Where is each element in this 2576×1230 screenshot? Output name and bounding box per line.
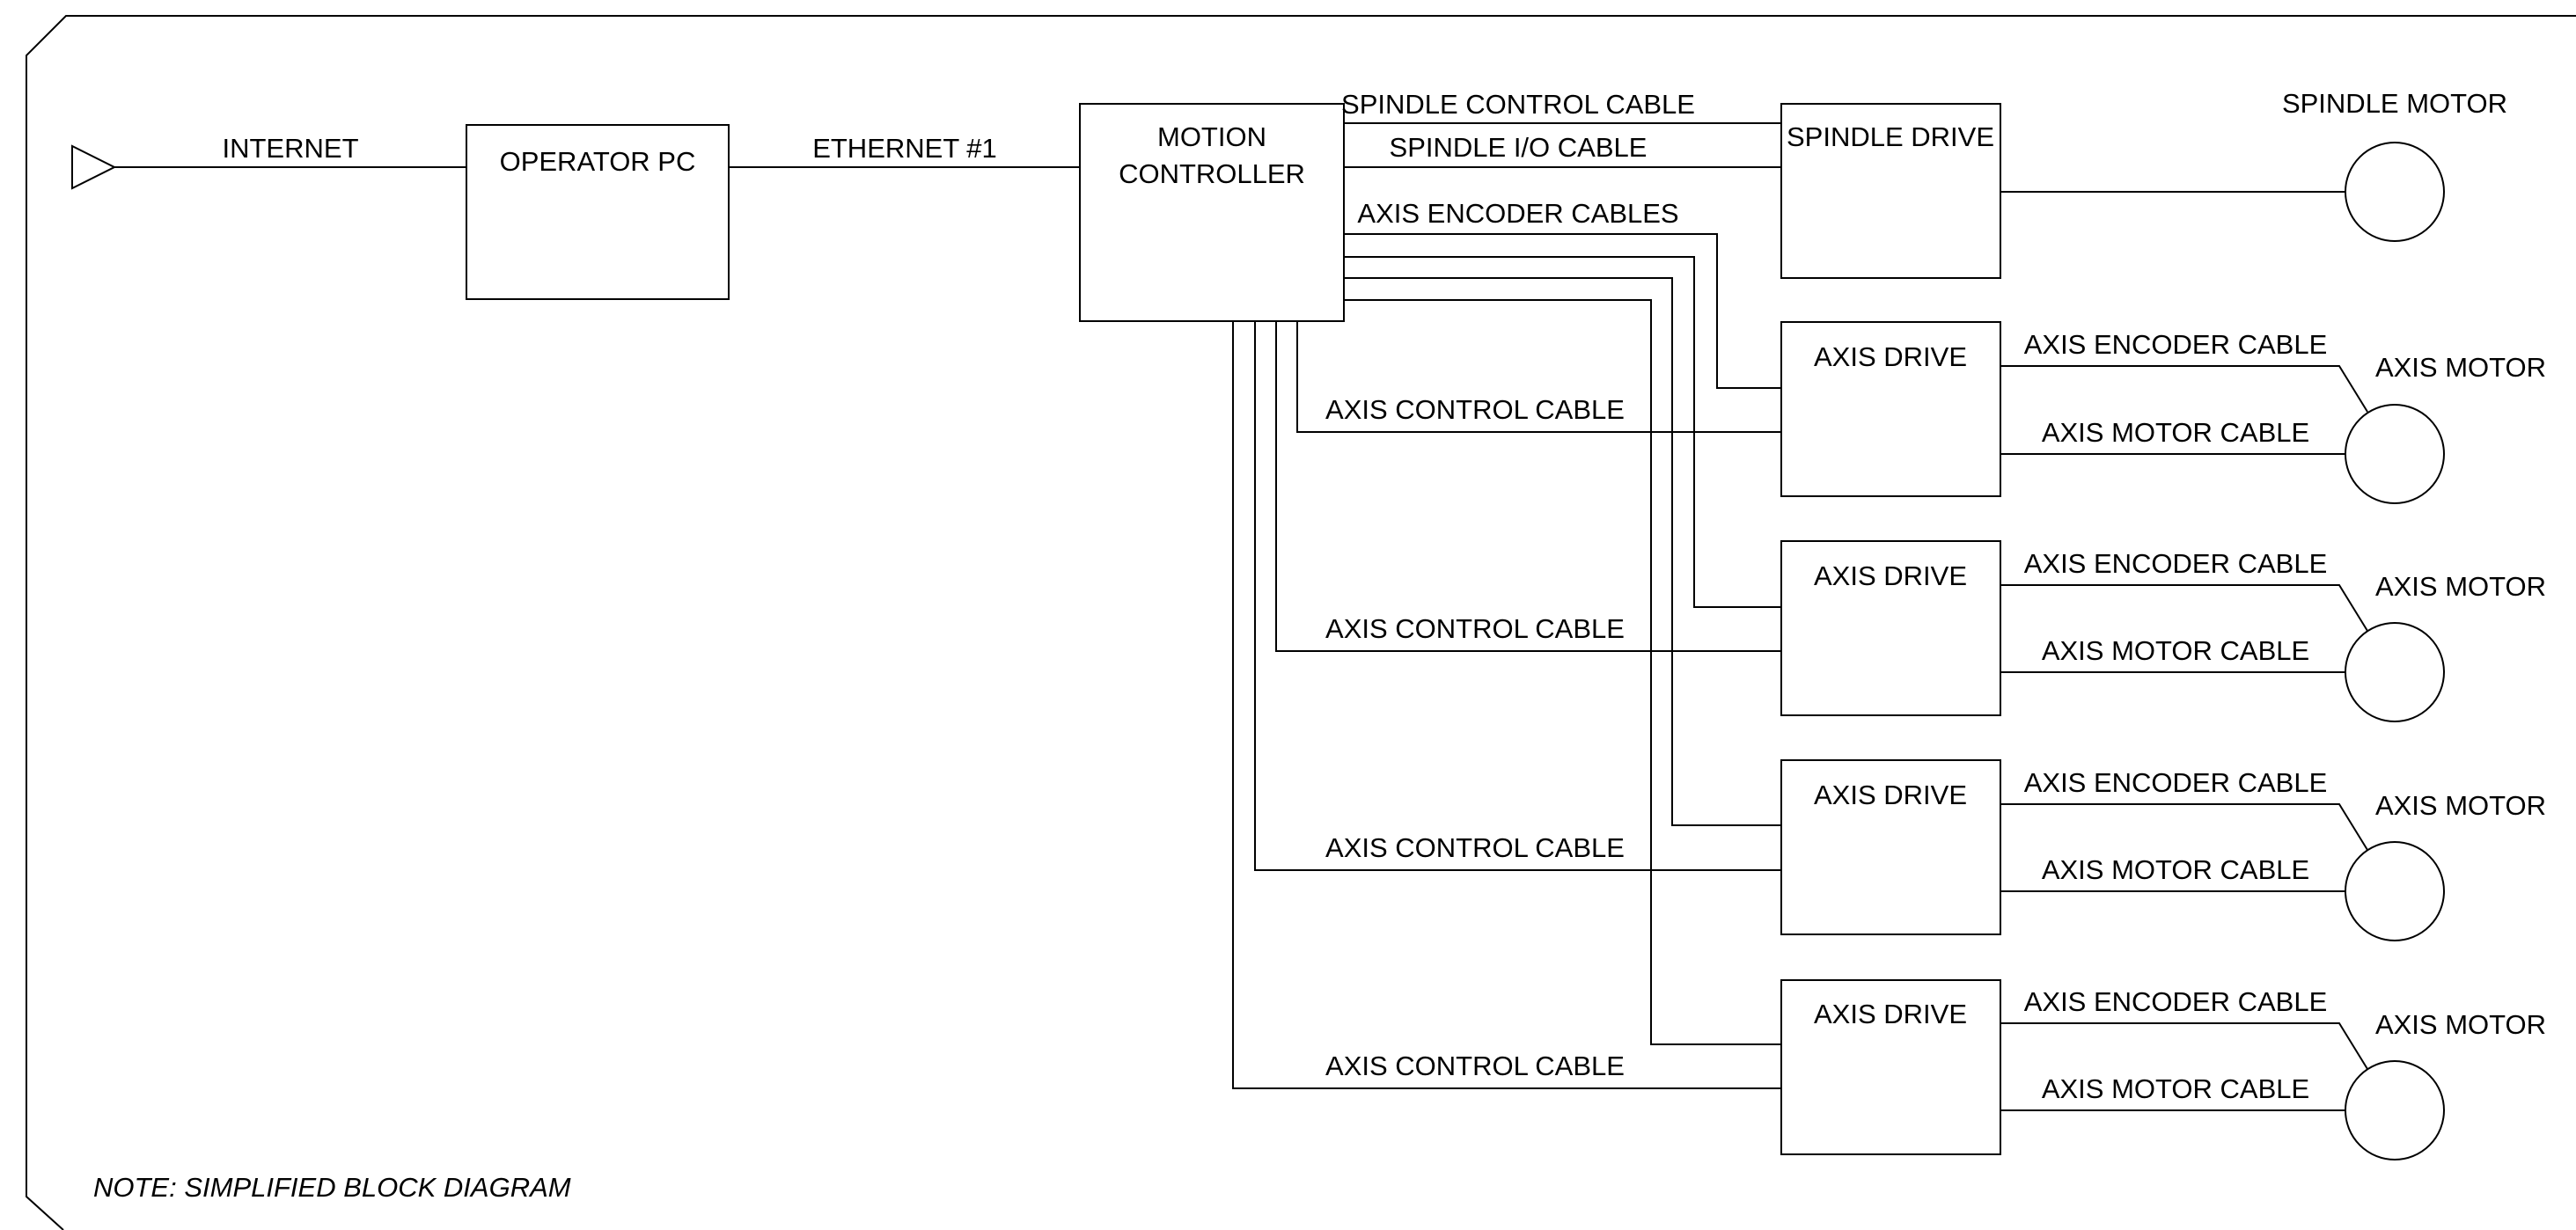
motion-controller-label-line2: CONTROLLER — [1119, 158, 1305, 189]
ethernet-label: ETHERNET #1 — [812, 133, 997, 164]
axis-group-1: AXIS DRIVE AXIS ENCODER CABLE AXIS MOTOR… — [1780, 321, 2546, 504]
axis-control-cable-2 — [1275, 321, 1781, 652]
motion-controller-label-line1: MOTION — [1157, 121, 1266, 152]
axis-group-3: AXIS DRIVE AXIS ENCODER CABLE AXIS MOTOR… — [1780, 759, 2546, 941]
axis-motor-label: AXIS MOTOR — [2375, 1009, 2546, 1040]
axis-drive-label: AXIS DRIVE — [1814, 341, 1967, 372]
spindle-drive-label: SPINDLE DRIVE — [1787, 121, 1994, 152]
axis-encoder-cable-line — [2000, 584, 2368, 632]
internet-terminal-icon — [71, 144, 117, 190]
axis-drive-box — [1780, 759, 2001, 935]
axis-motor-circle — [2345, 622, 2445, 722]
internet-label: INTERNET — [223, 133, 359, 164]
axis-control-cable-1 — [1296, 321, 1781, 433]
axis-encoder-cable-1 — [1344, 233, 1781, 389]
note-text: NOTE: SIMPLIFIED BLOCK DIAGRAM — [93, 1172, 571, 1203]
axis-encoder-cable-label: AXIS ENCODER CABLE — [2024, 767, 2328, 798]
axis-control-cable-label: AXIS CONTROL CABLE — [1325, 613, 1625, 644]
axis-control-cable-label: AXIS CONTROL CABLE — [1325, 1051, 1625, 1081]
axis-control-cable-label: AXIS CONTROL CABLE — [1325, 832, 1625, 863]
axis-drive-box — [1780, 979, 2001, 1155]
axis-drive-label: AXIS DRIVE — [1814, 999, 1967, 1029]
axis-motor-cable-label: AXIS MOTOR CABLE — [2042, 1073, 2309, 1104]
axis-motor-label: AXIS MOTOR — [2375, 352, 2546, 383]
axis-encoder-cable-line — [2000, 365, 2368, 413]
spindle-motor-label: SPINDLE MOTOR — [2282, 88, 2507, 119]
axis-control-cable-3 — [1254, 321, 1781, 871]
axis-motor-label: AXIS MOTOR — [2375, 790, 2546, 821]
axis-encoder-cable-label: AXIS ENCODER CABLE — [2024, 329, 2328, 360]
axis-encoder-cable-label: AXIS ENCODER CABLE — [2024, 986, 2328, 1017]
axis-encoder-cables-label: AXIS ENCODER CABLES — [1357, 198, 1678, 229]
axis-motor-cable-label: AXIS MOTOR CABLE — [2042, 635, 2309, 666]
axis-motor-cable-label: AXIS MOTOR CABLE — [2042, 417, 2309, 448]
axis-control-cable-4 — [1232, 321, 1781, 1089]
axis-motor-cable-label: AXIS MOTOR CABLE — [2042, 854, 2309, 885]
axis-control-cable-label: AXIS CONTROL CABLE — [1325, 394, 1625, 425]
axis-drive-label: AXIS DRIVE — [1814, 780, 1967, 810]
axis-drive-box — [1780, 321, 2001, 497]
spindle-control-cable-label: SPINDLE CONTROL CABLE — [1341, 89, 1695, 120]
axis-encoder-cable-3 — [1344, 277, 1781, 826]
axis-control-cable-labels: AXIS CONTROL CABLE AXIS CONTROL CABLE AX… — [1325, 394, 1625, 1081]
spindle-motor-circle — [2345, 142, 2445, 242]
axis-group-4: AXIS DRIVE AXIS ENCODER CABLE AXIS MOTOR… — [1780, 979, 2546, 1160]
operator-pc-box — [466, 124, 730, 300]
axis-motor-circle — [2345, 404, 2445, 504]
axis-motor-circle — [2345, 1060, 2445, 1160]
axis-encoder-cable-line — [2000, 803, 2368, 851]
motion-controller-box — [1079, 103, 1345, 322]
axis-motor-label: AXIS MOTOR — [2375, 571, 2546, 602]
operator-pc-label: OPERATOR PC — [500, 146, 696, 177]
spindle-io-cable-label: SPINDLE I/O CABLE — [1390, 132, 1648, 163]
axis-encoder-cable-line — [2000, 1022, 2368, 1070]
axis-encoder-cable-4 — [1344, 299, 1781, 1045]
axis-drive-label: AXIS DRIVE — [1814, 560, 1967, 591]
axis-group-2: AXIS DRIVE AXIS ENCODER CABLE AXIS MOTOR… — [1780, 540, 2546, 722]
axis-drive-box — [1780, 540, 2001, 716]
axis-motor-circle — [2345, 841, 2445, 941]
diagram-frame — [26, 15, 2576, 1230]
axis-encoder-cable-label: AXIS ENCODER CABLE — [2024, 548, 2328, 579]
